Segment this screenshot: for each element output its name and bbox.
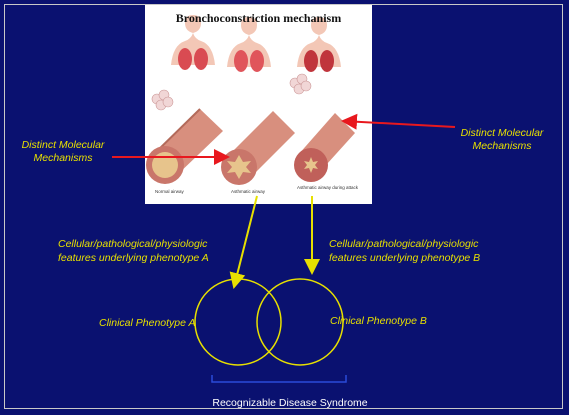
syndrome-label: Recognizable Disease Syndrome [210,397,370,409]
mechanism-label-right: Distinct Molecular Mechanisms [448,127,556,153]
mechanism-label-left: Distinct Molecular Mechanisms [8,139,118,165]
syndrome-bracket [212,375,346,382]
phenotype-b-label: Clinical Phenotype B [330,315,427,328]
phenotype-a-label: Clinical Phenotype A [99,317,196,330]
red-arrow-right [343,121,455,127]
features-b-line1: Cellular/pathological/physiologic [329,238,478,251]
features-b-line2: features underlying phenotype B [329,252,480,265]
phenotype-a-circle [195,279,281,365]
features-a-line1: Cellular/pathological/physiologic [58,238,207,251]
yellow-arrow-a [234,196,257,287]
features-a-line2: features underlying phenotype A [58,252,209,265]
